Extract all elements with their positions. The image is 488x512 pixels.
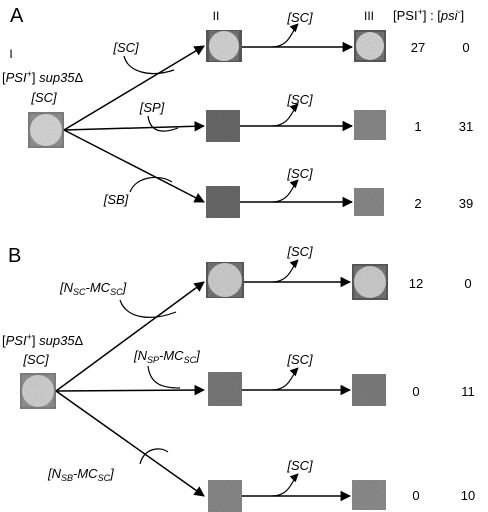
panel-b-branch-arrow-3 [55,390,205,497]
panel-a-row3-psi-plus: 2 [414,196,421,211]
panel-a-strain: [PSI+] sup35Δ [2,69,84,85]
panel-a-row3-iii-plaque [354,188,384,216]
panel-a-medium: [SC] [30,90,57,105]
panel-b-transfer-curve-2 [147,365,181,389]
panel-b-transfer-curve-3 [139,448,169,465]
stage-i-label: I [9,47,12,61]
panel-b-row1-psi-plus: 12 [409,276,423,291]
panel-b-row2-psi-plus: 0 [412,384,419,399]
panel-a-branch-arrow-2 [63,121,206,132]
panel-b-row2-passage-curve [271,367,299,391]
panel-b-row2-passage-label: [SC] [286,352,313,367]
panel-a-transfer-label-3: [SB] [103,192,129,207]
panel-b-strain: [PSI+] sup35Δ [2,332,84,348]
panel-b-transfer-label-1: [NSC-MCSC] [59,280,127,297]
panel-a-row1-psi-plus: 27 [411,40,425,55]
panel-b-row3-psi-plus: 0 [412,488,419,503]
stage-ii-label: II [213,9,220,23]
panel-a-row1-ii-plaque [209,31,239,61]
phenotype-header: [PSI+] : [psi-] [393,7,464,23]
panel-b-row1-ii-plaque [208,263,242,297]
panel-b-row2-ii-plaque [208,372,242,406]
panel-b-row3-passage-curve [271,473,299,497]
panel-b-transfer-label-2: [NSP-MCSC] [133,348,200,365]
panel-a-transfer-curve-1 [123,55,175,75]
panel-a-row3-passage-label: [SC] [286,166,313,181]
panel-b-row2-iii-plaque [352,374,386,406]
panel-a-branch-arrow-1 [63,45,205,131]
panel-b-row1-passage-curve [271,259,299,283]
panel-a-row3-passage-curve [271,179,299,203]
panel-b-row2-psi-minus: 11 [461,384,475,399]
panel-a-row3-ii-plaque [206,186,240,218]
panel-a-transfer-label-2: [SP] [139,100,165,115]
panel-a-row2-psi-plus: 1 [414,119,421,134]
panel-a-row1-passage-curve [271,23,299,48]
panel-a-row1-psi-minus: 0 [462,40,469,55]
panel-a-start-plaque [30,114,62,146]
panel-b-row3-psi-minus: 10 [461,488,475,503]
panel-b-start-plaque [22,375,54,407]
panel-b-transfer-curve-1 [119,299,177,318]
stage-iii-label: III [364,9,374,23]
panel-a-row3-psi-minus: 39 [459,196,473,211]
panel-a-row2-passage-label: [SC] [286,92,313,107]
panel-a-transfer-curve-2 [147,115,179,132]
panel-b-row3-passage-label: [SC] [286,458,313,473]
panel-a-transfer-curve-3 [129,176,173,193]
panel-a-row2-iii-plaque [354,110,386,140]
panel-b-row1-psi-minus: 0 [464,276,471,291]
panel-a-transfer-label-1: [SC] [112,40,139,55]
panel-a-row2-psi-minus: 31 [459,119,473,134]
panel-b-row3-ii-plaque [208,480,242,512]
panel-b-medium: [SC] [22,352,49,367]
panel-b-transfer-label-3: [NSB-MCSC] [47,466,114,483]
panel-b-branch-arrow-1 [55,281,205,392]
panel-b-row3-iii-plaque [352,480,386,510]
panel-a-row1-iii-plaque [356,32,384,60]
panel-b-row1-passage-label: [SC] [286,244,313,259]
panel-a-row2-passage-curve [271,103,299,127]
panel-b-row1-iii-plaque [354,266,386,298]
panel-a-branch-arrow-3 [63,129,205,203]
panel-b-label: B [8,245,21,267]
panel-a-row2-ii-plaque [206,110,240,142]
panel-a-label: A [10,5,24,27]
panel-b-branch-arrow-2 [55,384,206,396]
panel-a-row1-passage-label: [SC] [286,10,313,25]
